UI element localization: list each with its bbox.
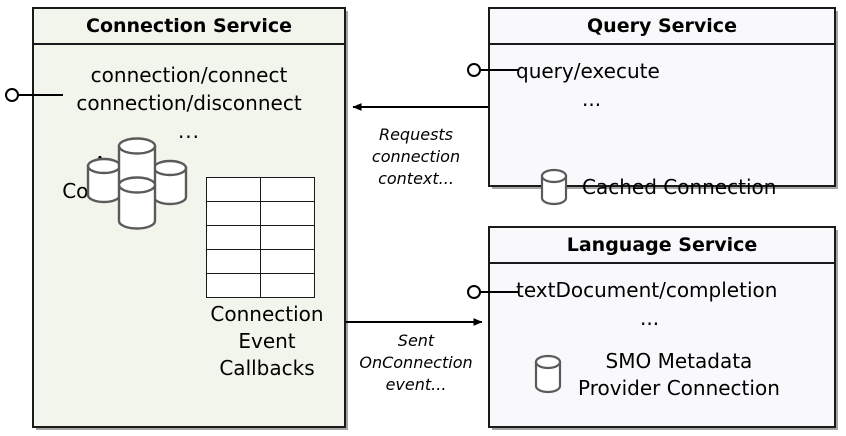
connection-service-endpoints-ellipsis: ... (177, 119, 201, 143)
connection-event-callbacks-label: Connection Event Callbacks (192, 301, 342, 382)
table-cell (206, 201, 261, 226)
smo-label-line1: SMO Metadata (605, 349, 753, 373)
table-cell (260, 225, 315, 250)
cached-connection-label: Cached Connection (582, 175, 777, 199)
callbacks-label-line2: Event (238, 329, 296, 353)
sent-label-line1: Sent (397, 331, 435, 350)
table-cell (206, 225, 261, 250)
table-cell (260, 177, 315, 202)
connection-service-endpoints: connection/connect connection/disconnect… (34, 61, 344, 145)
table-row (206, 249, 315, 274)
query-service-body: query/execute ... Cached Connection (490, 45, 834, 206)
language-service-endpoints: textDocument/completion ... (490, 276, 834, 332)
sent-label-line3: event... (385, 375, 447, 394)
smo-metadata-provider-label: SMO Metadata Provider Connection (578, 348, 780, 402)
language-service-title: Language Service (490, 228, 834, 264)
table-cell (206, 249, 261, 274)
database-cylinder-icon (534, 354, 562, 394)
language-service-component[interactable]: Language Service textDocument/completion… (488, 226, 836, 428)
table-row (206, 201, 315, 226)
endpoint-connection-disconnect: connection/disconnect (76, 91, 302, 115)
callbacks-label-line3: Callbacks (219, 356, 315, 380)
requests-label-line1: Requests (378, 125, 454, 144)
database-cylinder-icon (540, 168, 568, 206)
endpoint-textdocument-completion: textDocument/completion (516, 278, 778, 302)
connector-label-sent-onconnection-event: Sent OnConnection event... (352, 330, 480, 396)
table-row (206, 225, 315, 250)
table-row (206, 177, 315, 202)
table-cell (260, 249, 315, 274)
endpoint-query-execute: query/execute (516, 59, 660, 83)
language-service-body: textDocument/completion ... SMO Metadata… (490, 264, 834, 426)
smo-label-line2: Provider Connection (578, 376, 780, 400)
connector-label-requests-connection-context: Requests connection context... (356, 124, 476, 190)
connection-service-body: connection/connect connection/disconnect… (34, 45, 344, 426)
database-cluster-icon (86, 137, 188, 230)
connection-service-component[interactable]: Connection Service connection/connect co… (32, 7, 346, 428)
query-service-component[interactable]: Query Service query/execute ... Cached C… (488, 7, 836, 206)
language-service-endpoints-ellipsis: ... (640, 306, 660, 330)
requests-label-line3: context... (378, 169, 454, 188)
connection-event-callbacks-table (206, 177, 315, 298)
connection-service-title: Connection Service (34, 9, 344, 45)
sent-label-line2: OnConnection (359, 353, 473, 372)
table-row (206, 273, 315, 298)
requests-label-line2: connection (371, 147, 461, 166)
query-service-endpoints: query/execute ... (490, 57, 834, 113)
query-service-title: Query Service (490, 9, 834, 45)
query-service-endpoints-ellipsis: ... (582, 87, 602, 111)
endpoint-connection-connect: connection/connect (90, 63, 288, 87)
cached-connection-row: Cached Connection (538, 165, 776, 209)
smo-metadata-provider-row: SMO Metadata Provider Connection (532, 348, 780, 402)
callbacks-label-line1: Connection (210, 302, 324, 326)
table-cell (260, 201, 315, 226)
table-cell (206, 177, 261, 202)
table-cell (206, 273, 261, 298)
table-cell (260, 273, 315, 298)
